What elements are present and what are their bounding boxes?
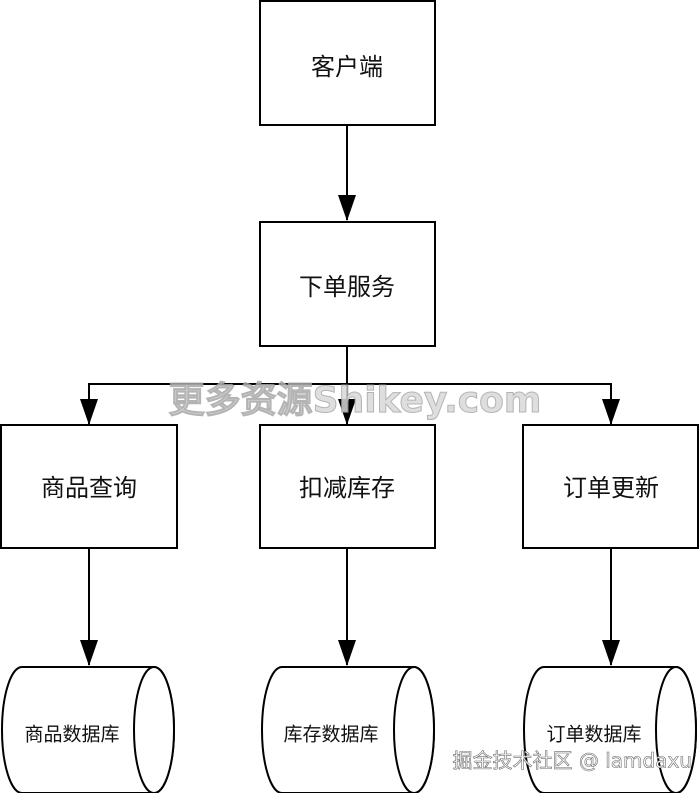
- order-database-cap: [655, 666, 697, 793]
- watermark-main: 更多资源Shikey.com: [169, 380, 542, 421]
- order-service-label: 下单服务: [299, 273, 395, 301]
- product-database: 商品数据库: [1, 666, 175, 793]
- stock-database: 库存数据库: [261, 666, 435, 793]
- deduct-stock-label: 扣减库存: [299, 474, 395, 502]
- product-query-label: 商品查询: [41, 474, 137, 502]
- stock-database-cap: [393, 666, 435, 793]
- product-database-label: 商品数据库: [24, 724, 119, 746]
- order-database: 订单数据库: [523, 666, 697, 793]
- order-service-node: 下单服务: [259, 221, 436, 347]
- product-database-cap: [133, 666, 175, 793]
- edge-order-service-to-order-update: [347, 383, 620, 425]
- order-update-node: 订单更新: [522, 424, 699, 549]
- order-database-label: 订单数据库: [546, 724, 641, 746]
- edge-order-service-to-product-query: [80, 383, 347, 425]
- client-node: 客户端: [259, 0, 436, 126]
- watermark-corner: 掘金技术社区 @ lamdaxu: [453, 749, 692, 773]
- stock-database-label: 库存数据库: [283, 724, 378, 746]
- client-label: 客户端: [311, 53, 383, 81]
- deduct-stock-node: 扣减库存: [259, 424, 436, 549]
- product-query-node: 商品查询: [0, 424, 178, 549]
- order-update-label: 订单更新: [563, 474, 659, 502]
